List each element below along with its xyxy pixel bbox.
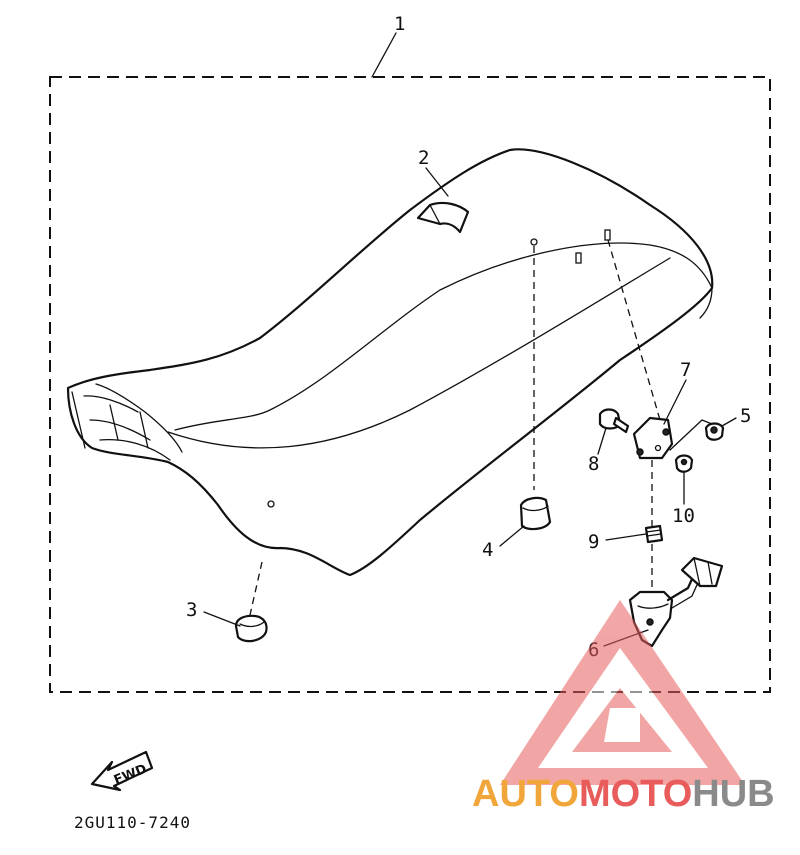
nut-10 xyxy=(674,454,694,473)
leader-9 xyxy=(605,533,647,541)
callout-3: 3 xyxy=(186,599,197,621)
callout-2: 2 xyxy=(418,147,429,169)
leader-5 xyxy=(721,417,737,427)
watermark-logo xyxy=(500,600,745,785)
leader-7b xyxy=(669,419,713,451)
nut-5 xyxy=(704,422,725,441)
damper-3 xyxy=(234,614,268,643)
leader-3 xyxy=(203,611,241,627)
assembly-frame xyxy=(49,76,771,693)
damper-4 xyxy=(519,496,552,531)
callout-4: 4 xyxy=(482,539,493,561)
fwd-arrow-icon: FWD xyxy=(90,750,154,792)
callout-8: 8 xyxy=(588,453,599,475)
diagram-code: 2GU110-7240 xyxy=(74,813,191,832)
seat-lock-6 xyxy=(628,556,724,648)
leader-4 xyxy=(499,525,525,547)
watermark-word-auto: AUTO xyxy=(472,773,579,815)
dash-3 xyxy=(249,561,263,616)
spring-9 xyxy=(644,524,664,544)
callout-7: 7 xyxy=(680,359,691,381)
watermark-word-moto: MOTO xyxy=(579,773,692,815)
leader-2 xyxy=(425,167,449,197)
dash-seat-lock xyxy=(607,239,661,421)
leader-1 xyxy=(371,32,397,78)
bolt-8 xyxy=(598,408,630,434)
watermark-word-hub: HUB xyxy=(692,773,774,815)
watermark-text: AUTOMOTOHUB xyxy=(472,773,775,815)
callout-9: 9 xyxy=(588,531,599,553)
bracket-7 xyxy=(632,416,674,460)
callout-5: 5 xyxy=(740,405,751,427)
leader-8 xyxy=(597,427,607,455)
callout-1: 1 xyxy=(394,13,405,35)
seat-strap xyxy=(416,201,470,234)
callout-10: 10 xyxy=(672,505,695,527)
seat xyxy=(66,148,714,577)
leader-7 xyxy=(663,379,687,425)
